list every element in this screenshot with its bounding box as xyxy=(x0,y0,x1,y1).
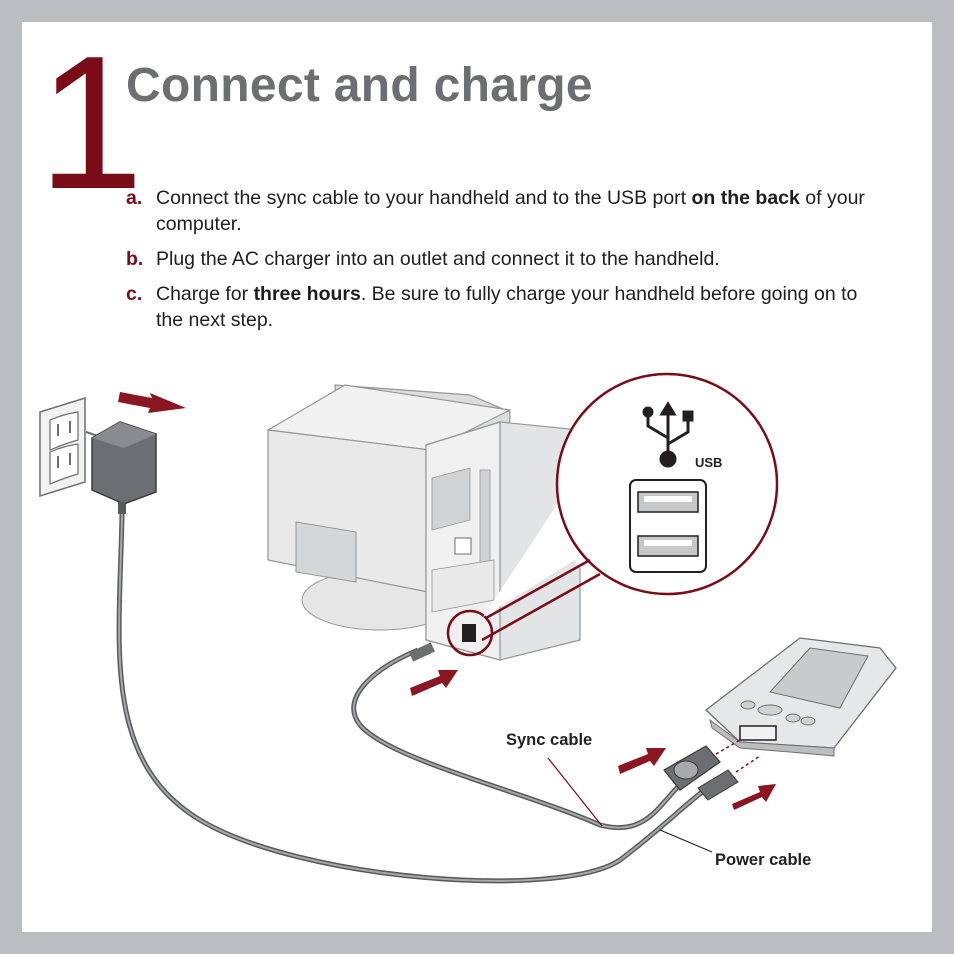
handheld-device xyxy=(704,637,897,757)
usb-symbol-icon xyxy=(642,401,694,468)
sync-cable-label: Sync cable xyxy=(506,731,593,749)
instruction-text: Charge for xyxy=(156,283,254,305)
insert-arrow-icon xyxy=(410,670,458,696)
instruction-emphasis: on the back xyxy=(691,187,800,209)
instruction-letter: a. xyxy=(126,187,143,209)
instruction-item-b: b. Plug the AC charger into an outlet and… xyxy=(126,246,886,272)
power-cable-label: Power cable xyxy=(715,851,812,869)
usb-label: USB xyxy=(695,455,723,470)
ac-charger xyxy=(85,421,157,514)
instruction-text: Plug the AC charger into an outlet and c… xyxy=(156,248,720,270)
instruction-text: of your computer. xyxy=(156,187,865,235)
instruction-text: Connect the sync cable to your handheld … xyxy=(156,187,692,209)
wall-outlet xyxy=(39,396,86,498)
instruction-text: . Be sure to fully charge your handheld … xyxy=(156,283,858,331)
insert-arrow-icon xyxy=(618,748,666,774)
instruction-item-a: a. Connect the sync cable to your handhel… xyxy=(126,185,886,237)
insert-arrow-icon xyxy=(732,784,776,810)
usb-port-callout xyxy=(446,372,779,657)
step-number: 1 xyxy=(38,17,144,229)
instruction-emphasis: three hours xyxy=(253,283,361,305)
instruction-letter: b. xyxy=(126,248,144,270)
insert-arrow-icon xyxy=(118,392,186,413)
page-title: Connect and charge xyxy=(126,59,593,112)
computer-tower xyxy=(425,421,581,661)
sync-cable-leader xyxy=(547,757,603,827)
instruction-letter: c. xyxy=(126,283,143,305)
sync-cable xyxy=(351,642,741,831)
instruction-item-c: c. Charge for three hours. Be sure to ful… xyxy=(126,281,886,333)
power-cable-leader xyxy=(659,829,713,853)
power-cable xyxy=(116,513,761,884)
instruction-list: a. Connect the sync cable to your handhel… xyxy=(126,185,886,342)
